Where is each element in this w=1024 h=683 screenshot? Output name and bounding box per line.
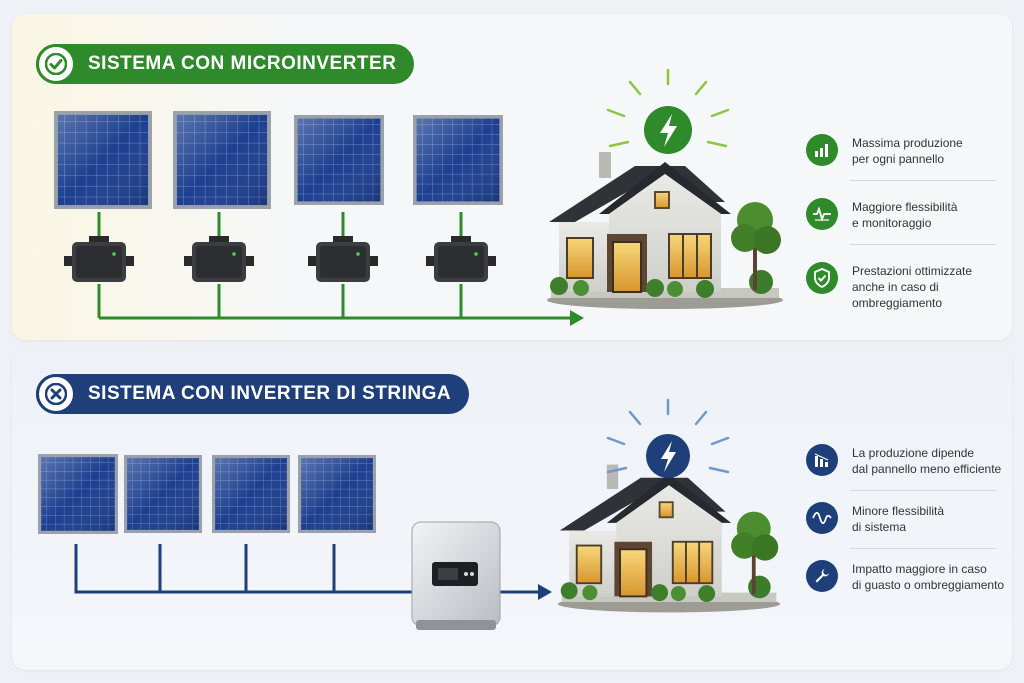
- divider: [850, 180, 996, 181]
- divider: [850, 548, 996, 549]
- arrow-right-icon: [538, 584, 552, 600]
- microinverter: [184, 236, 254, 282]
- solar-panel: [124, 455, 202, 533]
- solar-panel: [212, 455, 290, 533]
- house: [546, 151, 784, 310]
- shield-check-icon: [806, 262, 838, 294]
- energy-bolt-icon: [606, 68, 730, 154]
- feature-item: Minore flessibilità di sistema: [806, 502, 1006, 535]
- solar-panel-array-bottom: [38, 454, 376, 534]
- microinverter: [426, 236, 496, 282]
- string-inverter-title: SISTEMA CON INVERTER DI STRINGA: [88, 383, 452, 404]
- feature-item: Prestazioni ottimizzate anche in caso di…: [806, 262, 1006, 311]
- check-icon: [36, 44, 76, 84]
- microinverter-units: [64, 236, 496, 282]
- bar-chart-icon: [806, 134, 838, 166]
- arrow-right-icon: [570, 310, 584, 326]
- feature-text: Minore flessibilità di sistema: [852, 504, 945, 534]
- microinverter-title-pill: SISTEMA CON MICROINVERTER: [36, 44, 415, 84]
- string-inverter-title-pill: SISTEMA CON INVERTER DI STRINGA: [36, 374, 470, 414]
- feature-item: Massima produzione per ogni pannello: [806, 134, 1006, 167]
- energy-bolt-icon: [606, 398, 730, 478]
- solar-panel: [294, 115, 384, 205]
- feature-item: La produzione dipende dal pannello meno …: [806, 444, 1006, 477]
- solar-panel: [298, 455, 376, 533]
- solar-panel: [173, 111, 271, 209]
- feature-text: Impatto maggiore in caso di guasto o omb…: [852, 562, 1005, 592]
- solar-panel: [413, 115, 503, 205]
- solar-panel: [38, 454, 118, 534]
- waveform-icon: [806, 502, 838, 534]
- feature-text: La produzione dipende dal pannello meno …: [852, 446, 1002, 476]
- string-inverter: [411, 521, 501, 630]
- solar-panel-array-top: [54, 111, 503, 209]
- feature-text: Massima produzione per ogni pannello: [852, 136, 963, 166]
- divider: [850, 490, 996, 491]
- declining-chart-icon: [806, 444, 838, 476]
- feature-text: Maggiore flessibilità e monitoraggio: [852, 200, 958, 230]
- feature-item: Impatto maggiore in caso di guasto o omb…: [806, 560, 1006, 593]
- string-wiring: [74, 544, 540, 594]
- waveform-icon: [806, 198, 838, 230]
- feature-text: Prestazioni ottimizzate anche in caso di…: [852, 264, 973, 310]
- microinverter: [64, 236, 134, 282]
- wrench-icon: [806, 560, 838, 592]
- cross-icon: [36, 374, 76, 414]
- divider: [850, 244, 996, 245]
- microinverter-title: SISTEMA CON MICROINVERTER: [88, 53, 397, 74]
- microinverter: [308, 236, 378, 282]
- feature-item: Maggiore flessibilità e monitoraggio: [806, 198, 1006, 231]
- microinverter-wiring: [97, 212, 572, 320]
- house: [556, 463, 782, 614]
- solar-panel: [54, 111, 152, 209]
